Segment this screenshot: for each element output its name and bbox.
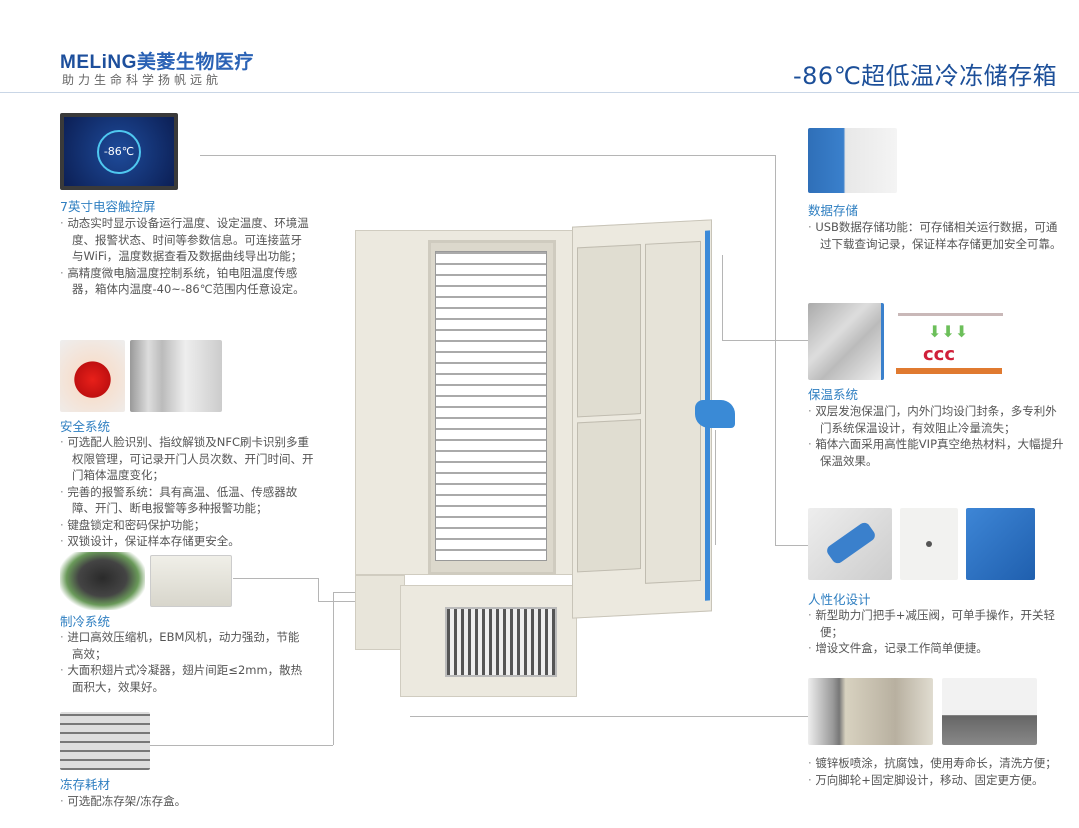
connector-line <box>715 430 716 545</box>
brand-cn: 美菱生物医疗 <box>136 52 254 73</box>
bullet: 可选配冻存架/冻存盒。 <box>60 793 320 810</box>
safety-title: 安全系统 <box>60 419 111 434</box>
bullet: 高精度微电脑温度控制系统，铂电阻温度传感器，箱体内温度-40~-86℃范围内任意… <box>60 265 310 298</box>
touchscreen-bullets: 动态实时显示设备运行温度、设定温度、环境温度、报警状态、时间等参数信息。可连接蓝… <box>60 215 310 298</box>
data-storage-title: 数据存储 <box>808 203 859 218</box>
freezer-rack-image <box>60 712 150 770</box>
bullet: 双层发泡保温门，内外门均设门封条，多专利外门系统保温设计，有效阻止冷量流失； <box>808 403 1068 436</box>
galvanized-shelf-image <box>808 678 933 745</box>
bullet: 完善的报警系统：具有高温、低温、传感器故障、开门、断电报警等多种报警功能； <box>60 484 315 517</box>
connector-line <box>333 592 370 593</box>
bullet: 双锁设计，保证样本存储更安全。 <box>60 533 315 550</box>
caster-wheel-image <box>942 678 1037 745</box>
cooling-title: 制冷系统 <box>60 614 111 629</box>
handle-image <box>808 508 892 580</box>
freezer-illustration <box>350 215 735 705</box>
connector-line <box>775 545 808 546</box>
consumables-title: 冻存耗材 <box>60 777 111 792</box>
condenser-image <box>150 555 232 607</box>
arrow-down-icon: ⬇⬇⬇ <box>928 322 969 341</box>
insulation-diagram: ⬇⬇⬇ ccc <box>893 310 1005 380</box>
insulation-bullets: 双层发泡保温门，内外门均设门封条，多专利外门系统保温设计，有效阻止冷量流失； 箱… <box>808 403 1068 469</box>
data-storage-bullets: USB数据存储功能：可存储相关运行数据，可通过下载查询记录，保证样本存储更加安全… <box>808 219 1068 252</box>
bullet: 新型助力门把手+减压阀，可单手操作，开关轻便； <box>808 607 1068 640</box>
connector-line <box>150 745 333 746</box>
vent-grill <box>445 607 557 677</box>
door-handle-icon <box>695 400 735 428</box>
ergonomic-title: 人性化设计 <box>808 592 871 607</box>
safety-bullets: 可选配人脸识别、指纹解锁及NFC刷卡识别多重权限管理，可记录开门人员次数、开门时… <box>60 434 315 550</box>
cooling-bullets: 进口高效压缩机，EBM风机，动力强劲，节能高效； 大面积翅片式冷凝器，翅片间距≤… <box>60 629 310 695</box>
connector-line <box>722 340 808 341</box>
touchscreen-image: -86℃ <box>60 113 178 190</box>
bullet: 进口高效压缩机，EBM风机，动力强劲，节能高效； <box>60 629 310 662</box>
screen-temperature: -86℃ <box>97 129 141 174</box>
ergonomic-bullets: 新型助力门把手+减压阀，可单手操作，开关轻便； 增设文件盒，记录工作简单便捷。 <box>808 607 1068 657</box>
bullet: 镀锌板喷涂，抗腐蚀，使用寿命长，清洗方便； <box>808 755 1068 772</box>
bullet: 万向脚轮+固定脚设计，移动、固定更方便。 <box>808 772 1068 789</box>
connector-line <box>233 578 318 579</box>
build-bullets: 镀锌板喷涂，抗腐蚀，使用寿命长，清洗方便； 万向脚轮+固定脚设计，移动、固定更方… <box>808 755 1068 788</box>
alarm-light-image <box>60 340 125 412</box>
compressor-image <box>60 552 145 610</box>
brand-logo: MELiNG美菱生物医疗 <box>60 47 254 74</box>
consumables-bullets: 可选配冻存架/冻存盒。 <box>60 793 320 810</box>
valve-image <box>900 508 958 580</box>
bullet: 大面积翅片式冷凝器，翅片间距≤2mm，散热面积大，效果好。 <box>60 662 310 695</box>
bullet: 可选配人脸识别、指纹解锁及NFC刷卡识别多重权限管理，可记录开门人员次数、开门时… <box>60 434 315 484</box>
insulation-title: 保温系统 <box>808 387 859 402</box>
connector-line <box>775 155 776 545</box>
bullet: 箱体六面采用高性能VIP真空绝热材料，大幅提升保温效果。 <box>808 436 1068 469</box>
bullet: 键盘锁定和密码保护功能； <box>60 517 315 534</box>
heat-wave-icon: ccc <box>923 344 956 365</box>
header-divider <box>0 92 1079 93</box>
bullet: 增设文件盒，记录工作简单便捷。 <box>808 640 1068 657</box>
connector-line <box>722 255 723 340</box>
connector-line <box>333 592 334 745</box>
connector-line <box>200 155 776 156</box>
door-lock-image <box>130 340 222 412</box>
connector-line <box>318 578 319 602</box>
connector-line <box>410 716 808 717</box>
bullet: 动态实时显示设备运行温度、设定温度、环境温度、报警状态、时间等参数信息。可连接蓝… <box>60 215 310 265</box>
touchscreen-title: 7英寸电容触控屏 <box>60 199 156 214</box>
usb-port-image <box>808 128 897 193</box>
page-title: -86℃超低温冷冻储存箱 <box>793 62 1058 90</box>
file-box-image <box>966 508 1035 580</box>
brand-en: MELiNG <box>60 52 137 73</box>
slogan: 助力生命科学扬帆远航 <box>62 73 223 87</box>
door-seal-image <box>808 303 884 380</box>
bullet: USB数据存储功能：可存储相关运行数据，可通过下载查询记录，保证样本存储更加安全… <box>808 219 1068 252</box>
